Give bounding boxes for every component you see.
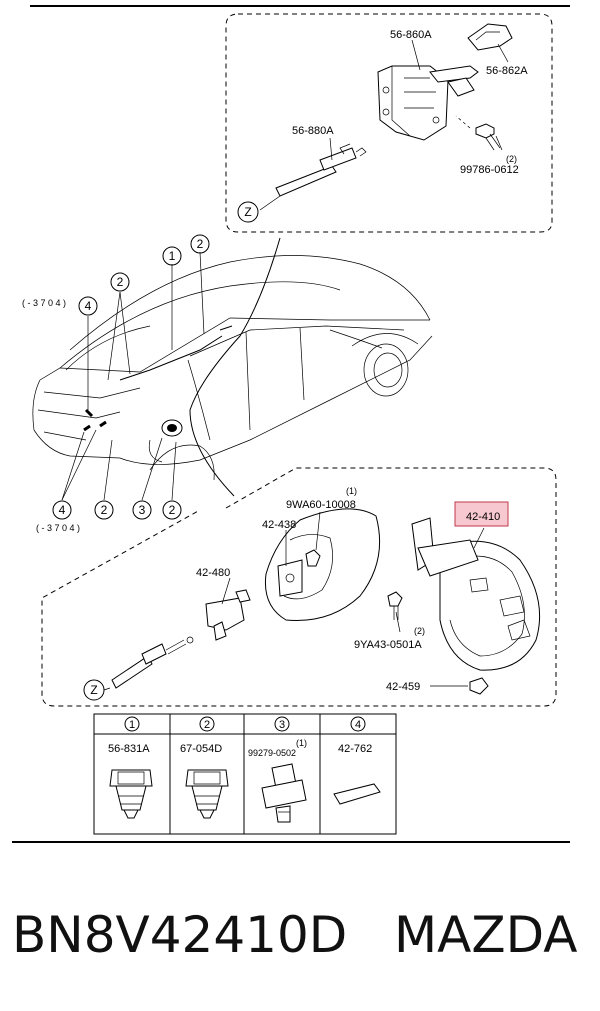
legend-header-2: 2	[204, 719, 210, 731]
legend-qty-99279-0502: (1)	[296, 738, 307, 748]
car-callouts: 1 2 2 4 ( - 3 7 0 4 ) 4 ( - 3 7 0 4 ) 2 …	[22, 234, 210, 533]
callout-4-bottom: 4	[59, 503, 66, 517]
release-cable-route	[189, 237, 281, 497]
top-detail-box: 56-860A 56-862A 56-880A 99786-0612 (2) Z	[225, 13, 553, 233]
release-cable	[275, 165, 337, 197]
fuel-lid	[439, 540, 541, 671]
legend-part-67-054D: 67-054D	[180, 743, 222, 755]
label-56-860A: 56-860A	[390, 29, 432, 41]
legend-header-1: 1	[129, 719, 135, 731]
callout-2-top: 2	[197, 237, 204, 251]
label-42-459: 42-459	[386, 681, 420, 693]
part-caption: BN8V42410D MAZDA	[0, 895, 600, 975]
label-9WA60-10008: 9WA60-10008	[286, 499, 356, 511]
car-body	[32, 237, 433, 497]
brand-name: MAZDA	[394, 906, 578, 964]
part-number: BN8V42410D	[12, 906, 348, 964]
callout-2-bottom-b: 2	[169, 503, 176, 517]
clip-67-054D-drawing	[185, 769, 229, 819]
callout-1: 1	[169, 249, 176, 263]
clip-legend-table: 1 2 3 4 56-831A 67-054D 99279-0502 (1) 4…	[93, 713, 397, 835]
label-99786-0612: 99786-0612	[460, 164, 519, 176]
callout-2-bottom-a: 2	[101, 503, 108, 517]
legend-part-56-831A: 56-831A	[108, 743, 150, 755]
svg-text:Z: Z	[90, 683, 97, 697]
legend-header-4: 4	[355, 719, 361, 731]
latch-handle	[467, 23, 513, 51]
lid-bolt	[387, 591, 403, 607]
note-3704-bottom: ( - 3 7 0 4 )	[36, 523, 80, 533]
qty-9YA43-0501A: (2)	[414, 626, 425, 636]
callout-2-left: 2	[117, 275, 124, 289]
label-56-880A: 56-880A	[292, 125, 334, 137]
bolt	[475, 123, 495, 139]
qty-9WA60-10008: (1)	[346, 486, 357, 496]
actuator-cable	[111, 655, 153, 689]
ref-z-top: Z	[237, 201, 259, 223]
legend-part-42-762: 42-762	[338, 743, 372, 755]
label-9YA43-0501A: 9YA43-0501A	[354, 639, 422, 651]
fuel-lid-actuator	[205, 597, 245, 631]
clip-99279-0502-drawing	[261, 763, 307, 823]
label-42-410: 42-410	[466, 511, 500, 523]
qty-99786-0612: (2)	[506, 154, 517, 164]
label-56-862A: 56-862A	[486, 65, 528, 77]
parts-diagram: 56-860A 56-862A 56-880A 99786-0612 (2) Z	[12, 5, 570, 843]
callout-4-top: 4	[85, 299, 92, 313]
svg-text:Z: Z	[244, 205, 251, 219]
tape-42-762-drawing	[333, 783, 381, 805]
highlight-42-410	[454, 501, 509, 527]
ref-z-bottom: Z	[83, 679, 105, 701]
label-42-438: 42-438	[262, 519, 296, 531]
callout-3: 3	[139, 503, 146, 517]
label-42-480: 42-480	[196, 567, 230, 579]
legend-header-3: 3	[279, 719, 285, 731]
note-3704-top: ( - 3 7 0 4 )	[22, 298, 66, 308]
legend-part-99279-0502: 99279-0502	[248, 748, 296, 758]
nut	[305, 549, 321, 567]
bottom-detail-box: 9WA60-10008 (1) 42-438 42-480 42-410 9YA…	[41, 467, 557, 707]
clip-56-831A-drawing	[109, 769, 153, 819]
lid-bumper	[469, 677, 489, 695]
latch-bracket	[377, 65, 449, 141]
